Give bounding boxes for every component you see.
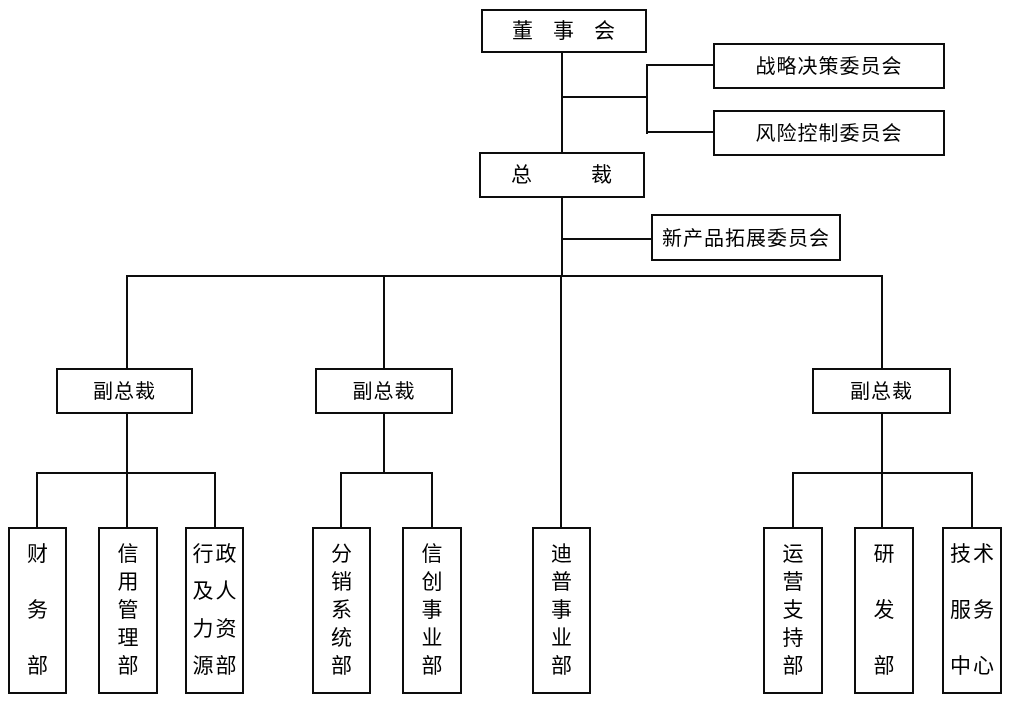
connector-drop-dipu	[560, 277, 562, 527]
connector-drop-distribution	[340, 473, 342, 527]
node-distribution-system-dept: 分销系统部	[312, 527, 371, 694]
connector-main-horizontal	[126, 275, 883, 277]
connector-left-group-horizontal	[36, 472, 216, 474]
connector-committees-spine	[646, 64, 648, 134]
node-vp-right: 副总裁	[812, 368, 951, 414]
node-rd-dept: 研发部	[854, 527, 914, 694]
node-vp-middle: 副总裁	[315, 368, 453, 414]
node-credit-management-dept: 信用管理部	[98, 527, 158, 694]
connector-strategy-committee	[646, 64, 713, 66]
connector-drop-vp-middle	[383, 277, 385, 368]
connector-drop-vp-left	[126, 277, 128, 368]
node-strategy-committee: 战略决策委员会	[713, 43, 945, 89]
node-admin-hr-dept: 行政及人力资源部	[185, 527, 244, 694]
node-dipu-business-dept: 迪普事业部	[532, 527, 591, 694]
connector-new-product-committee	[561, 238, 651, 240]
connector-president-main	[561, 198, 563, 277]
node-risk-committee: 风险控制委员会	[713, 110, 945, 156]
node-operations-support-dept: 运营支持部	[763, 527, 823, 694]
connector-drop-xinchuang	[431, 473, 433, 527]
node-new-product-committee: 新产品拓展委员会	[651, 214, 841, 261]
node-vp-left: 副总裁	[56, 368, 193, 414]
node-finance-dept: 财务部	[8, 527, 67, 694]
connector-vp-middle-down	[383, 414, 385, 473]
node-tech-service-center: 技术服务中心	[942, 527, 1002, 694]
connector-drop-finance	[36, 473, 38, 527]
node-xinchuang-business-dept: 信创事业部	[402, 527, 462, 694]
connector-drop-admin-hr	[214, 473, 216, 527]
connector-board-president	[561, 53, 563, 153]
connector-vp-right-down	[881, 414, 883, 527]
connector-committees-branch	[561, 96, 648, 98]
connector-right-group-horizontal	[792, 472, 973, 474]
node-board: 董事会	[481, 9, 647, 53]
connector-drop-operations	[792, 473, 794, 527]
connector-vp-left-down	[126, 414, 128, 527]
connector-middle-group-horizontal	[340, 472, 433, 474]
connector-drop-tech-service	[971, 473, 973, 527]
connector-risk-committee	[646, 131, 713, 133]
connector-drop-vp-right	[881, 277, 883, 368]
node-president: 总裁	[479, 152, 645, 198]
